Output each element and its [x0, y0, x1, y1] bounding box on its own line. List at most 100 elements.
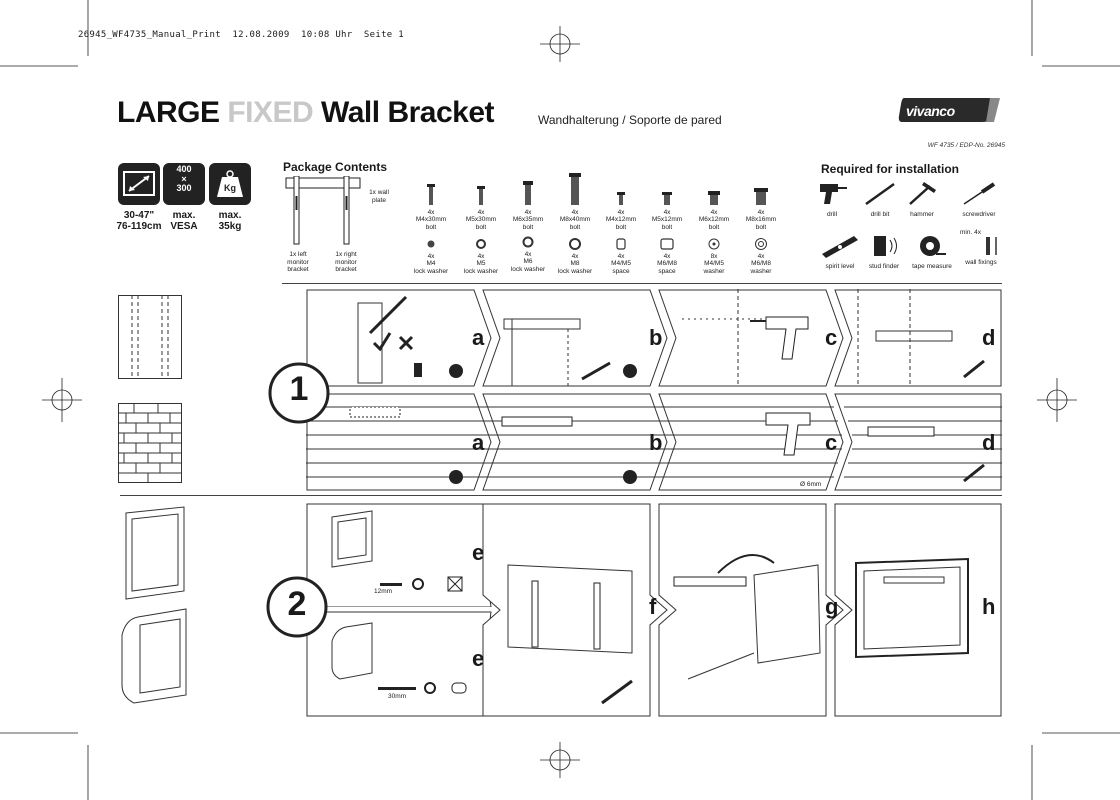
tool-drill: drill: [814, 180, 850, 218]
spacer-icon: [660, 238, 674, 250]
bolt-icon: [427, 184, 435, 205]
screen-size-spec: 30-47" 76-119cm: [108, 210, 170, 232]
flat-tv-illustration: [125, 506, 185, 600]
panel-2b: [482, 393, 668, 491]
bolt-icon: [708, 191, 720, 205]
step-letter: f: [649, 594, 657, 619]
step-letter: b: [649, 430, 663, 455]
panel-3f: [482, 503, 668, 717]
tool-hammer: hammer: [904, 180, 940, 218]
panel-1b: [482, 289, 668, 387]
step-letter: a: [472, 430, 485, 455]
drill-icon: [820, 184, 847, 204]
section-divider: [120, 495, 1002, 496]
left-bracket-label: 1x left monitor bracket: [287, 251, 309, 273]
title-fixed: FIXED: [227, 96, 314, 129]
tool-stud-finder: stud finder: [864, 232, 904, 270]
screen-size-cm: 76-119cm: [116, 221, 162, 232]
curved-tv-illustration: [121, 608, 187, 704]
required-title: Required for installation: [821, 162, 960, 176]
drill-bit-icon: [865, 182, 895, 206]
panel-3g: [658, 503, 844, 717]
panel-1c: [658, 289, 844, 387]
title-large: LARGE: [117, 96, 220, 129]
washer-icon: [522, 236, 534, 248]
bracket-parts-illustration: [285, 176, 361, 245]
vesa-icon: 400 × 300: [163, 163, 205, 205]
washer-icon: [427, 240, 435, 248]
weight-value: 35kg: [218, 221, 242, 232]
step-letter: d: [982, 430, 996, 455]
bolt-icon: [477, 186, 485, 205]
page-title: LARGE FIXED Wall Bracket: [117, 96, 495, 130]
title-wall-bracket: Wall Bracket: [321, 96, 495, 129]
panel-3h: [834, 503, 1002, 717]
long-bolt-label: 30mm: [388, 693, 407, 700]
panel-1a: [306, 289, 492, 387]
bolt-icon: [662, 192, 672, 205]
step-letter: b: [649, 325, 663, 350]
step-letter: c: [825, 325, 838, 350]
step-1-number: 1: [289, 370, 309, 408]
step-letter: c: [825, 430, 838, 455]
brick-wall-illustration: [118, 403, 182, 483]
stud-finder-icon: [874, 236, 897, 256]
drill-size-label: Ø 6mm: [800, 481, 822, 488]
vesa-spec: max. VESA: [160, 210, 208, 232]
panel-3e-curved: [306, 611, 492, 717]
spirit-level-icon: [822, 236, 858, 258]
panel-2a: [306, 393, 492, 491]
right-bracket-label: 1x right monitor bracket: [335, 251, 357, 273]
screwdriver-icon: [963, 182, 996, 205]
bolt-icon: [523, 181, 533, 205]
hammer-icon: [909, 182, 936, 205]
weight-spec: max. 35kg: [205, 210, 255, 232]
step-letter: a: [472, 325, 485, 350]
wall-plate-label: 1x wall plate: [369, 189, 389, 204]
spacer-icon: [616, 238, 626, 250]
step-letter: e: [472, 646, 485, 671]
short-bolt-label: 12mm: [374, 588, 393, 595]
tool-screwdriver: screwdriver: [958, 180, 1000, 218]
step-1-circle: [268, 362, 330, 424]
panel-3e-flat: [306, 503, 492, 607]
washer-icon: [708, 238, 720, 250]
step-letter: h: [982, 594, 996, 619]
tool-drill-bit: drill bit: [862, 180, 898, 218]
model-number: WF 4735 / EDP-No. 26945: [927, 142, 1005, 149]
package-contents-title: Package Contents: [283, 160, 388, 174]
panel-2c: [658, 393, 844, 491]
bolt-icon: [569, 173, 581, 205]
vesa-label: VESA: [170, 221, 198, 232]
wall-fixings-icon: [986, 236, 997, 255]
step-letter: g: [825, 594, 839, 619]
screen-size-inches: 30-47": [123, 210, 155, 221]
subtitle: Wandhalterung / Soporte de pared: [538, 113, 722, 127]
tool-tape-measure: tape measure: [908, 232, 956, 270]
weight-max: max.: [218, 210, 242, 221]
section-divider: [282, 283, 1002, 284]
tool-wall-fixings: min. 4x wall fixings: [960, 229, 1002, 267]
panel-2d: [834, 393, 1002, 491]
vesa-max: max.: [172, 210, 196, 221]
step-2-number: 2: [287, 585, 307, 623]
drywall-illustration: [118, 295, 182, 379]
step-letter: e: [472, 540, 485, 565]
bolt-icon: [617, 192, 625, 205]
vivanco-logo: [898, 98, 1000, 122]
tool-spirit-level: spirit level: [818, 232, 862, 270]
